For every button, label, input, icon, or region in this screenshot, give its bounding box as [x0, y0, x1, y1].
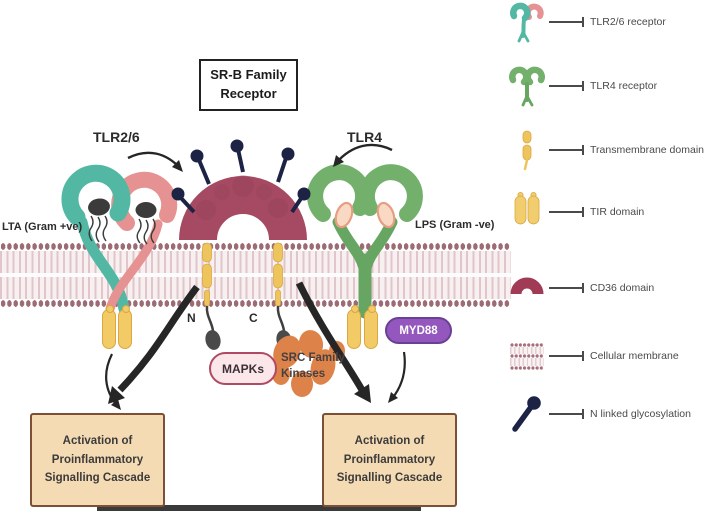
legend-item-tlr4-receptor: TLR4 receptor — [505, 64, 657, 108]
legend-line-end — [582, 207, 584, 217]
cd36-domain-arch — [179, 176, 307, 242]
legend-item-tlr26-receptor: TLR2/6 receptor — [505, 0, 666, 44]
legend-item-tir-domain: TIR domain — [505, 190, 644, 234]
lta-gram-positive-label: LTA (Gram +ve) — [2, 221, 83, 233]
tlr4-receptor-icon — [505, 64, 549, 108]
legend-label: TIR domain — [590, 206, 645, 218]
cd36-texture — [196, 200, 216, 220]
cd36-texture — [256, 184, 272, 200]
left-outcome-box: Activation of Proinflammatory Signalling… — [30, 413, 165, 507]
n-linked-glycosylation-pins — [171, 139, 311, 214]
membrane-heads-top — [0, 242, 511, 251]
legend-line — [549, 355, 582, 357]
cd36-texture — [214, 184, 230, 200]
cellular-membrane — [0, 242, 511, 308]
tlr2-curl — [61, 164, 131, 226]
legend-line-end — [582, 283, 584, 293]
n-terminus-blob — [205, 330, 221, 350]
tlr4-hook-right — [358, 164, 423, 222]
legend-item-cd36-domain: CD36 domain — [505, 266, 654, 310]
cd36-domain-icon — [505, 266, 549, 310]
tir-domain — [102, 305, 116, 349]
legend-label: Transmembrane domain — [590, 144, 704, 156]
tlr26-receptor-icon — [505, 0, 549, 44]
n-terminus-tail — [205, 305, 215, 332]
membrane-gap — [0, 273, 511, 277]
legend-item-transmembrane-domain: Transmembrane domain — [505, 128, 704, 172]
n-terminus-label: N — [187, 311, 196, 325]
cd36-texture — [268, 198, 288, 218]
lta-molecule — [135, 202, 157, 218]
lta-tails — [136, 218, 156, 245]
legend-label: Cellular membrane — [590, 350, 679, 362]
lta-molecule — [88, 198, 110, 216]
legend-line — [549, 21, 582, 23]
legend-line — [549, 287, 582, 289]
legend-line-end — [582, 17, 584, 27]
lps-molecule — [376, 201, 396, 229]
legend-item-n-linked-glycosylation: N linked glycosylation — [505, 392, 691, 436]
tlr26-label: TLR2/6 — [93, 129, 140, 145]
lps-molecule — [334, 201, 354, 229]
legend-line-end — [582, 409, 584, 419]
legend-line-end — [582, 81, 584, 91]
myd88-badge: MYD88 — [385, 317, 452, 344]
legend-label: TLR2/6 receptor — [590, 16, 666, 28]
legend: TLR2/6 receptor TLR4 receptor — [505, 0, 706, 460]
membrane-heads-bottom — [0, 299, 511, 308]
src-family-kinases-label: SRC Family Kinases — [281, 352, 345, 380]
legend-label: CD36 domain — [590, 282, 655, 294]
tir-domain-icon — [505, 190, 549, 234]
lta-tails — [88, 215, 108, 243]
c-terminus-tail — [276, 305, 286, 332]
legend-line — [549, 413, 582, 415]
membrane-tails-top — [0, 251, 511, 273]
tlr6-stem — [105, 219, 163, 314]
legend-line-end — [582, 351, 584, 361]
legend-line-end — [582, 145, 584, 155]
tlr4-to-srb-arrow — [333, 143, 393, 167]
right-cascade-arrow — [295, 281, 371, 403]
lps-gram-negative-label: LPS (Gram -ve) — [415, 219, 495, 231]
tir-domain — [118, 305, 132, 349]
right-outcome-box: Activation of Proinflammatory Signalling… — [322, 413, 457, 507]
tlr4-label: TLR4 — [347, 129, 382, 145]
tir-domain — [347, 305, 361, 349]
n-linked-glycosylation-icon — [505, 392, 549, 436]
legend-item-cellular-membrane: Cellular membrane — [505, 334, 679, 378]
cd36-texture — [232, 175, 254, 197]
mapks-badge: MAPKs — [209, 352, 277, 385]
legend-line — [549, 149, 582, 151]
right-cascade-arrow-thin — [388, 351, 406, 403]
tlr26-to-srb-arrow — [127, 151, 183, 172]
transmembrane-domain-icon — [505, 128, 549, 172]
legend-line — [549, 211, 582, 213]
legend-label: TLR4 receptor — [590, 80, 658, 92]
transmembrane-domains — [202, 242, 283, 307]
cropped-bottom-element — [97, 505, 421, 511]
cellular-membrane-icon — [505, 342, 549, 370]
srb-family-receptor-title: SR-B Family Receptor — [199, 59, 298, 111]
left-cascade-arrow-thin — [105, 353, 121, 410]
c-terminus-label: C — [249, 311, 258, 325]
legend-line — [549, 85, 582, 87]
tlr2-stem — [76, 216, 130, 315]
legend-label: N linked glycosylation — [590, 408, 691, 420]
tir-domain — [364, 305, 378, 349]
